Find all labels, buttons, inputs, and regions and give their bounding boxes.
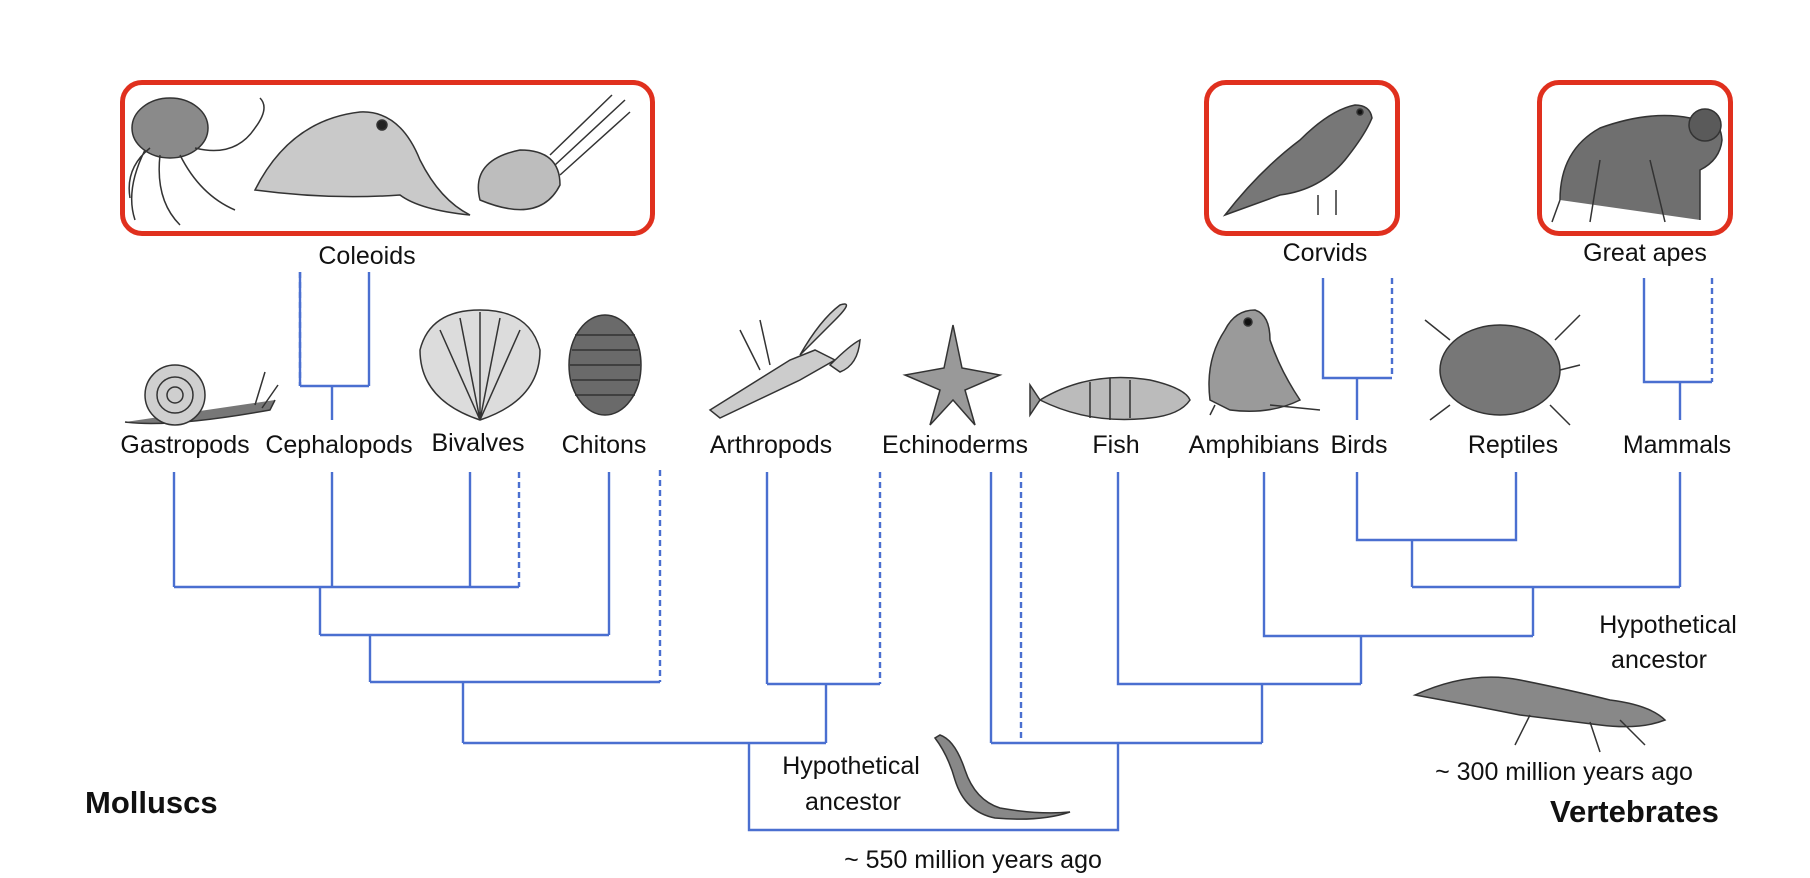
amphibians-label: Amphibians	[1188, 431, 1320, 459]
node-molluscs-root	[461, 682, 826, 745]
scallop-icon	[419, 309, 541, 421]
snail-icon	[124, 364, 279, 426]
gastropods-label: Gastropods	[120, 431, 250, 459]
fish-label: Fish	[1092, 431, 1140, 459]
chitons-label: Chitons	[561, 431, 647, 459]
reptile-ancestor-icon	[1412, 676, 1667, 753]
root-ancestor-label-line2: ancestor	[805, 788, 901, 816]
great-apes-highlight-box	[1537, 80, 1733, 236]
amniote-time-label: ~ 300 million years ago	[1435, 758, 1693, 786]
branch-fish	[1116, 472, 1361, 686]
node-arthropods	[767, 682, 880, 743]
corvids-highlight-box	[1204, 80, 1400, 236]
node-molluscs-c	[368, 635, 660, 684]
cuttlefish-icon	[253, 111, 471, 216]
branch-birds	[1355, 472, 1518, 542]
coleoids-label: Coleoids	[318, 242, 416, 270]
octopus-icon	[128, 97, 265, 226]
root-ancestor-label-line1: Hypothetical	[782, 752, 920, 780]
mammals-label: Mammals	[1622, 431, 1732, 459]
squid-icon	[477, 94, 631, 211]
chimpanzee-icon	[1551, 108, 1723, 223]
node-amniotes	[1412, 585, 1680, 636]
branch-great-apes	[1642, 278, 1712, 384]
worm-icon	[933, 734, 1071, 820]
reptiles-label: Reptiles	[1467, 431, 1559, 459]
cephalopods-label: Cephalopods	[265, 431, 413, 459]
lobster-icon	[708, 303, 861, 419]
frog-icon	[1208, 309, 1321, 416]
root-time-label: ~ 550 million years ago	[844, 846, 1102, 874]
amniote-ancestor-label-line1: Hypothetical	[1599, 611, 1737, 639]
node-coleoids	[300, 384, 369, 420]
coleoids-highlight-box	[120, 80, 655, 236]
corvids-label: Corvids	[1282, 239, 1368, 267]
node-root	[747, 743, 1120, 832]
node-molluscs-b	[318, 587, 609, 637]
starfish-icon	[902, 324, 1003, 426]
great-apes-label: Great apes	[1583, 239, 1707, 267]
chiton-icon	[568, 314, 642, 416]
branch-amphibians	[1262, 472, 1533, 638]
arthropods-label: Arthropods	[709, 431, 833, 459]
crow-icon	[1222, 104, 1373, 217]
molluscs-title: Molluscs	[85, 785, 218, 820]
vertebrates-title: Vertebrates	[1550, 794, 1719, 829]
branch-corvids	[1321, 278, 1392, 380]
turtle-icon	[1424, 314, 1581, 426]
perch-icon	[1029, 376, 1191, 421]
echinoderms-label: Echinoderms	[882, 431, 1028, 459]
birds-label: Birds	[1330, 431, 1388, 459]
amniote-ancestor-label-line2: ancestor	[1611, 646, 1707, 674]
bivalves-label: Bivalves	[431, 429, 525, 457]
